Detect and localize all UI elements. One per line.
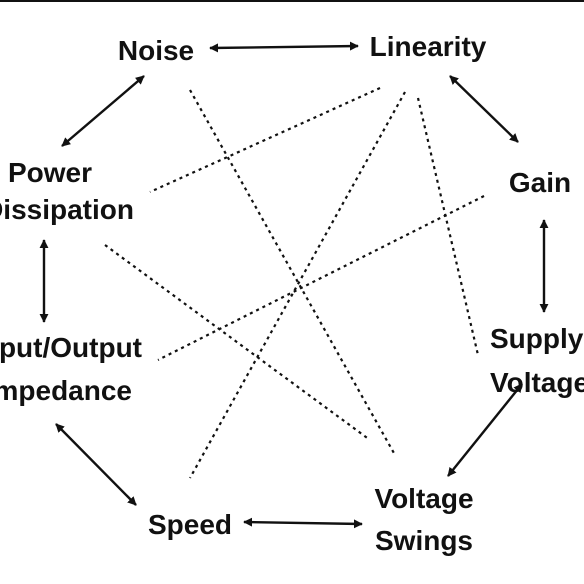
arrow-power-noise xyxy=(61,75,145,147)
node-power-line2: Dissipation xyxy=(0,194,134,225)
dashed-link-linearity-speed xyxy=(189,91,406,479)
node-impedance-line2: Impedance xyxy=(0,375,132,406)
node-impedance-line1: Input/Output xyxy=(0,332,142,363)
arrow-supply-swings xyxy=(447,383,523,477)
dashed-link-gain-impedance xyxy=(157,195,485,361)
arrow-speed-impedance xyxy=(55,423,137,506)
node-noise: Noise xyxy=(118,35,194,66)
dashed-link-power-swings xyxy=(104,244,371,441)
top-border-line xyxy=(0,0,584,2)
arrow-linearity-gain xyxy=(449,75,519,143)
node-power-line1: Power xyxy=(8,157,92,188)
node-swings-line2: Swings xyxy=(375,525,473,556)
node-gain: Gain xyxy=(509,167,571,198)
dashed-link-noise-swings xyxy=(189,89,396,456)
dashed-link-linearity-supply xyxy=(416,97,480,356)
node-swings-line1: Voltage xyxy=(374,483,473,514)
node-linearity: Linearity xyxy=(370,31,487,62)
dashed-link-linearity-power xyxy=(149,86,381,194)
node-supply-line1: Supply xyxy=(490,323,584,354)
arrow-noise-linearity xyxy=(209,41,359,53)
node-supply-line2: Voltage xyxy=(490,367,584,398)
node-speed: Speed xyxy=(148,509,232,540)
arrow-swings-speed xyxy=(243,517,363,529)
